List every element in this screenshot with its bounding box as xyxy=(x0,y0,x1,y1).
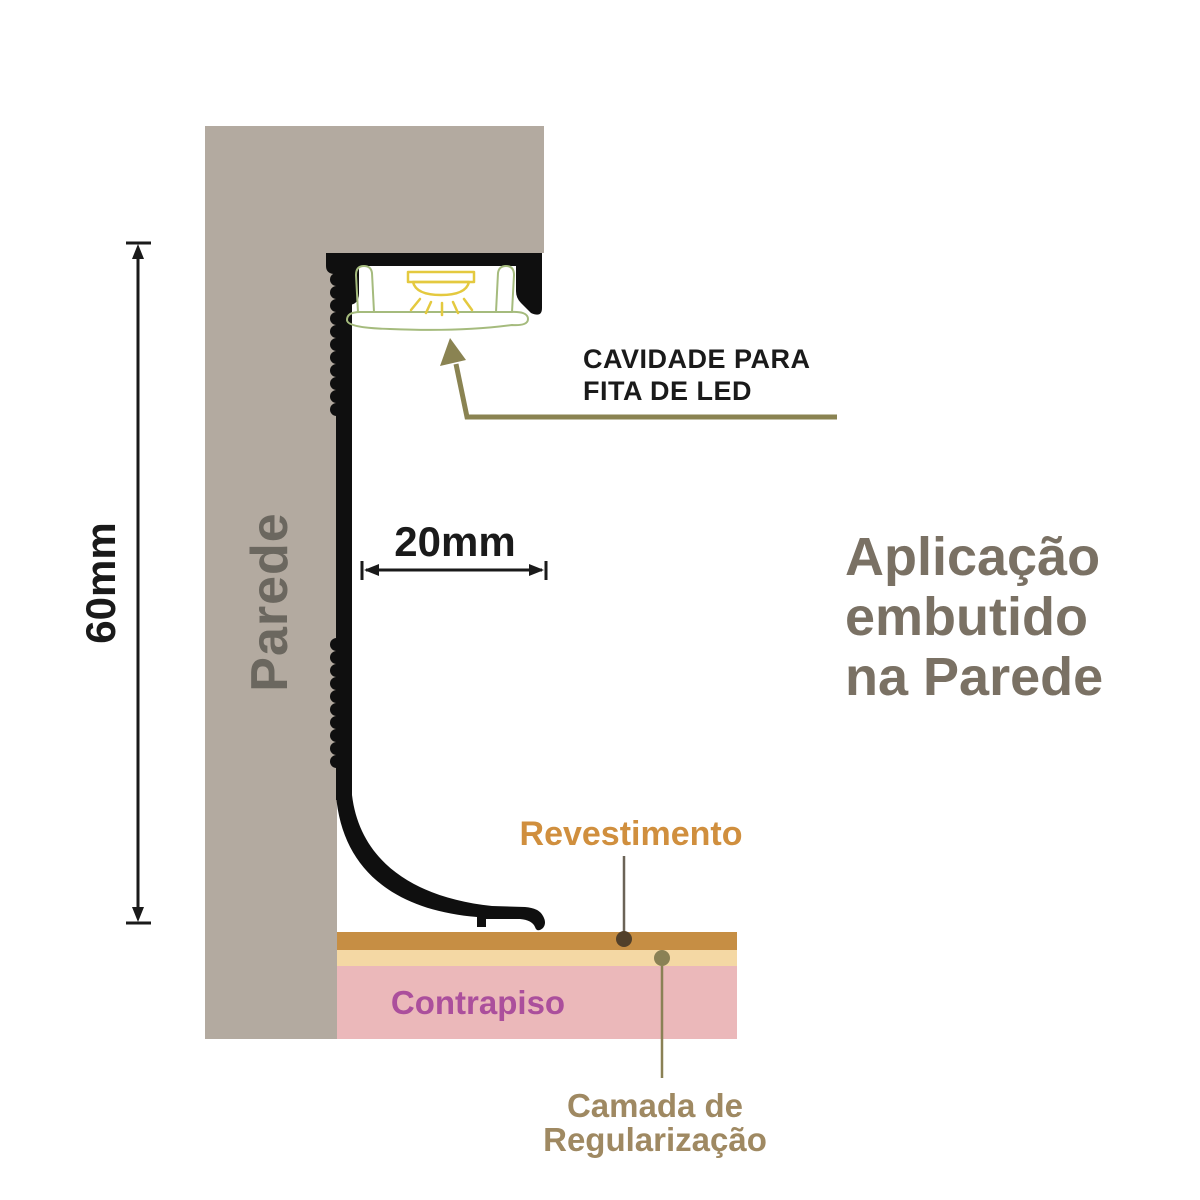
height-dimension-60mm: 60mm xyxy=(77,241,151,925)
svg-text:FITA DE LED: FITA DE LED xyxy=(583,376,752,406)
cavity-arrow-shaft xyxy=(453,363,837,420)
cavity-callout-arrow xyxy=(440,338,837,420)
svg-text:embutido: embutido xyxy=(845,587,1088,647)
cavity-label: CAVIDADE PARA FITA DE LED xyxy=(583,344,811,406)
svg-text:Aplicação: Aplicação xyxy=(845,527,1100,587)
revestimento-layer xyxy=(337,932,737,950)
profile-grip-teeth xyxy=(330,273,337,768)
camada-marker-dot xyxy=(654,950,670,966)
wall-shape xyxy=(205,126,544,1039)
led-strip-icon xyxy=(406,270,476,317)
floor-layers xyxy=(337,932,737,1039)
led-profile-shape xyxy=(326,253,545,931)
regularizacao-layer xyxy=(337,950,737,966)
height-dimension-label: 60mm xyxy=(77,522,124,643)
page-title: Aplicação embutido na Parede xyxy=(845,527,1103,707)
profile-top-flange xyxy=(326,253,542,266)
revestimento-label: Revestimento xyxy=(520,815,743,853)
svg-text:Regularização: Regularização xyxy=(543,1121,767,1158)
profile-cove-foot xyxy=(336,795,545,931)
diffuser-outline xyxy=(346,265,529,331)
profile-vertical-web xyxy=(336,266,352,800)
diffuser-left-clip xyxy=(355,265,375,313)
diffuser-right-clip xyxy=(495,265,515,313)
led-strip-body xyxy=(411,280,471,297)
led-light-rays xyxy=(409,297,474,317)
svg-text:Camada de: Camada de xyxy=(567,1087,743,1124)
revestimento-marker-dot xyxy=(616,931,632,947)
profile-right-lip xyxy=(516,266,542,315)
contrapiso-layer xyxy=(337,966,737,1039)
width-dimension-20mm: 20mm xyxy=(360,518,548,580)
led-strip-bar xyxy=(406,270,476,284)
revestimento-callout: Revestimento xyxy=(520,815,743,947)
diffuser-lens xyxy=(346,310,529,331)
wall-label: Parede xyxy=(241,512,299,691)
profile-flange-left-tip xyxy=(326,253,338,275)
svg-text:CAVIDADE PARA: CAVIDADE PARA xyxy=(583,344,811,374)
contrapiso-label: Contrapiso xyxy=(391,984,565,1021)
cavity-arrowhead-icon xyxy=(440,338,466,366)
camada-callout: Camada de Regularização xyxy=(543,950,767,1158)
svg-text:na Parede: na Parede xyxy=(845,647,1103,707)
width-dimension-label: 20mm xyxy=(394,518,515,565)
